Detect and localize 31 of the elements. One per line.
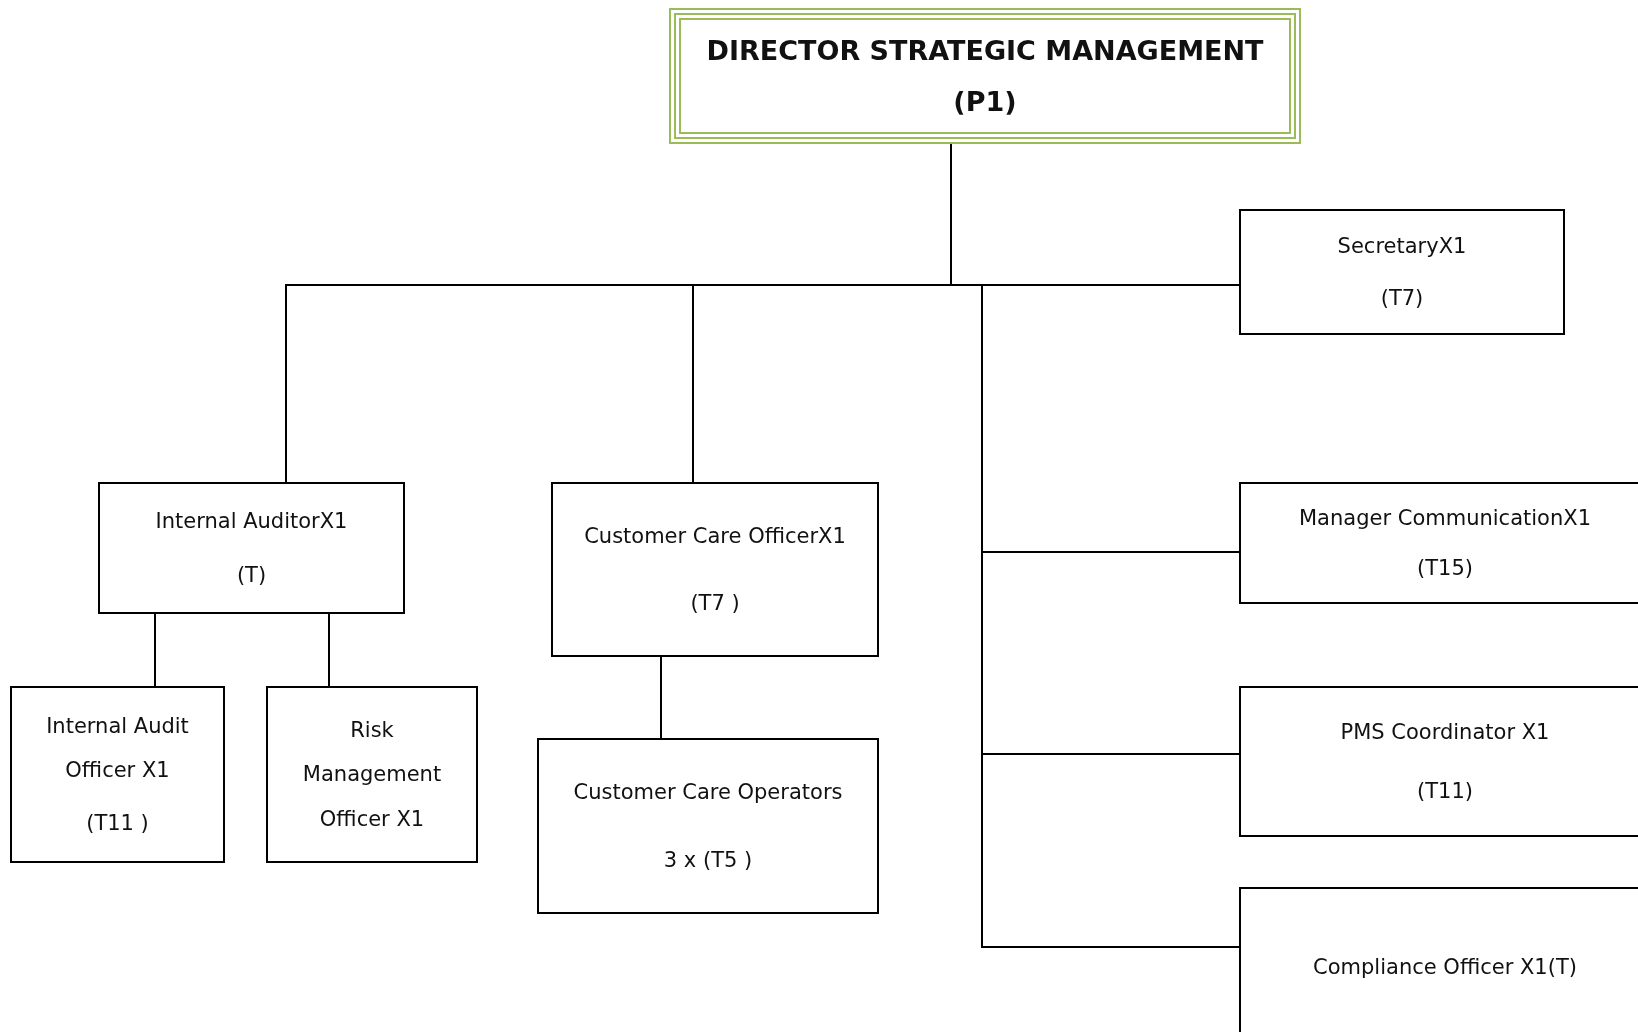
position-title: Internal AuditorX1 bbox=[155, 508, 348, 536]
position-title: Customer Care Operators bbox=[573, 778, 843, 806]
grade-label: (T11) bbox=[1417, 778, 1473, 806]
position-title: Compliance Officer X1(T) bbox=[1313, 953, 1577, 981]
grade-label: (T7) bbox=[1380, 284, 1424, 312]
position-box bbox=[1239, 209, 1565, 335]
position-box bbox=[1239, 482, 1638, 604]
title-box bbox=[669, 8, 1301, 144]
position-box bbox=[1239, 686, 1638, 837]
position-title: Internal Audit Officer X1 bbox=[45, 712, 190, 784]
position-box bbox=[537, 738, 879, 914]
connector-line bbox=[154, 613, 156, 687]
position-title: Customer Care OfficerX1 bbox=[584, 522, 846, 550]
position-title: PMS Coordinator X1 bbox=[1340, 718, 1550, 746]
position-title: DIRECTOR STRATEGIC MANAGEMENT bbox=[706, 33, 1264, 68]
grade-label: (T11 ) bbox=[86, 810, 149, 838]
grade-label: (P1) bbox=[953, 84, 1017, 119]
position-box bbox=[1239, 887, 1638, 1032]
position-box bbox=[10, 686, 225, 863]
grade-label: (T) bbox=[236, 561, 267, 589]
position-box bbox=[266, 686, 478, 863]
grade-label: (T15) bbox=[1417, 554, 1473, 582]
position-title: Risk Management Officer X1 bbox=[301, 717, 443, 833]
position-box bbox=[98, 482, 405, 614]
grade-label: (T7 ) bbox=[690, 590, 740, 618]
connector-line bbox=[328, 613, 330, 687]
connector-line bbox=[660, 656, 662, 739]
position-title: SecretaryX1 bbox=[1337, 233, 1467, 261]
position-title: Manager CommunicationX1 bbox=[1299, 504, 1591, 532]
grade-label: 3 x (T5 ) bbox=[663, 846, 753, 874]
position-box bbox=[551, 482, 879, 657]
